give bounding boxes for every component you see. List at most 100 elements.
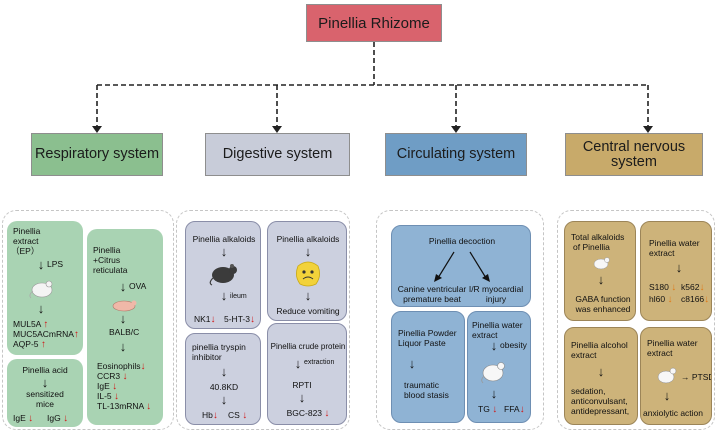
respiratory-panel: Pinellia extract （EP） ↓ LPS ↓ MUL5A ↑ MU…	[2, 210, 174, 430]
circ-c2-res-2: blood stasis	[404, 390, 449, 400]
cns-c2-c1: S180 ↓	[649, 282, 677, 293]
resp-card-acid: Pinellia acid ↓ sensitized mice IgE ↓ Ig…	[7, 359, 83, 427]
dig-c2-result: Reduce vomiting	[276, 306, 340, 316]
arrow-down-icon: ↓	[597, 272, 605, 287]
arrow-down-icon: ↓	[408, 356, 416, 371]
cns-card-water-extract-cells: Pinellia water extract ↓ S180 ↓ k562↓ hl…	[640, 221, 712, 321]
circulating-system-box: Circulating system	[385, 133, 527, 176]
resp-c3-res2: IgG ↓	[47, 413, 69, 424]
arrow-down-icon: ↓	[37, 257, 45, 272]
cns-c1-title-1: Total alkaloids	[571, 232, 625, 242]
digestive-panel: Pinellia alkaloids ↓ ↓ ileum NK1↓ 5-HT-3…	[176, 210, 350, 430]
resp-c2-title-3: reticulata	[93, 265, 128, 275]
resp-c2-res3: IgE ↓	[97, 381, 118, 392]
circulating-panel: Pinellia decoction Canine ventricular pr…	[376, 210, 544, 430]
dig-c1-title: Pinellia alkaloids	[192, 234, 256, 244]
cns-c2-c3: hl60 ↓	[649, 294, 673, 305]
dig-c3-res1: Hb↓	[202, 410, 218, 421]
circ-c1-res-left-2: premature beat	[403, 294, 461, 304]
cns-c1-title-2: of Pinellia	[573, 242, 610, 252]
dig-c4-title: Pinellia crude protein	[270, 342, 346, 351]
dig-c1-site: ileum	[230, 293, 247, 300]
resp-c1-res1: MUL5A ↑	[13, 319, 49, 330]
circ-c2-res-1: traumatic	[404, 380, 439, 390]
dig-card-trypsin: pinellia tryspin inhibitor ↓ 40.8KD ↓ Hb…	[185, 333, 261, 425]
cns-c3-title-1: Pinellia alcohol	[571, 340, 628, 350]
arrow-down-icon: ↓	[490, 338, 498, 353]
dig-c3-title-1: pinellia tryspin	[192, 342, 246, 352]
digestive-system-box: Digestive system	[205, 133, 350, 176]
dig-c3-title-2: inhibitor	[192, 352, 222, 362]
resp-c1-title-1: Pinellia	[13, 226, 41, 236]
cns-card-water-extract-ptsd: Pinellia water extract → PTSD ↓ anxiolyt…	[640, 327, 712, 425]
resp-c1-res3: AQP-5 ↑	[13, 339, 46, 350]
circ-card-powder: Pinellia Powder Liquor Paste ↓ traumatic…	[391, 311, 465, 423]
arrow-down-icon: ↓	[37, 301, 45, 316]
circ-c1-title: Pinellia decoction	[428, 236, 496, 246]
respiratory-system-label: Respiratory system	[34, 146, 160, 162]
dig-c1-res2: 5-HT-3↓	[224, 314, 255, 325]
cns-c3-res-1: sedation,	[571, 386, 606, 396]
root-node: Pinellia Rhizome	[306, 4, 442, 42]
arrow-down-icon: ↓	[294, 356, 302, 371]
arrow-down-icon: ↓	[663, 388, 671, 403]
resp-c1-title-2: extract	[13, 236, 39, 246]
arrow-down-icon: ↓	[490, 386, 498, 401]
dig-card-crude-protein: Pinellia crude protein ↓ extraction RPTI…	[267, 323, 347, 425]
arrow-down-icon: ↓	[119, 279, 127, 294]
circulating-system-label: Circulating system	[396, 146, 516, 162]
cns-c2-title-1: Pinellia water	[649, 238, 700, 248]
resp-c2-res5: TL-13mRNA ↓	[97, 401, 152, 412]
resp-c2-title-2: +Citrus	[93, 255, 121, 265]
cns-panel: Total alkaloids of Pinellia ↓ GABA funct…	[557, 210, 715, 430]
dig-c4-res1: BGC-823 ↓	[286, 408, 330, 419]
circ-c1-res-right-1: I/R myocardial	[468, 284, 524, 294]
resp-c1-title-3: （EP）	[11, 246, 40, 256]
arrow-down-icon: ↓	[597, 364, 605, 379]
dig-card-alkaloids-ileum: Pinellia alkaloids ↓ ↓ ileum NK1↓ 5-HT-3…	[185, 221, 261, 329]
cns-c3-res-3: antidepressant,	[571, 406, 630, 416]
arrow-down-icon: ↓	[220, 244, 228, 259]
cns-c4-title-1: Pinellia water	[647, 338, 698, 348]
cns-c1-res-2: was enhanced	[575, 304, 631, 314]
cns-c1-res-1: GABA function	[575, 294, 631, 304]
resp-c3-title: Pinellia acid	[22, 365, 68, 375]
circ-c3-res1: TG ↓	[478, 404, 498, 415]
circ-card-water-extract: Pinellia water extract ↓ obesity ↓ TG ↓ …	[467, 311, 531, 423]
arrow-down-icon: ↓	[119, 311, 127, 326]
arrow-down-icon: ↓	[220, 288, 228, 303]
mouse-icon	[112, 300, 137, 312]
cns-card-alcohol-extract: Pinellia alcohol extract ↓ sedation, ant…	[564, 327, 638, 425]
circ-c2-title-2: Liquor Paste	[398, 338, 446, 348]
circ-c2-title-1: Pinellia Powder	[398, 328, 457, 338]
dig-c4-method: extraction	[304, 359, 335, 366]
dig-c3-mid: 40.8KD	[209, 382, 239, 392]
circ-card-decoction: Pinellia decoction Canine ventricular pr…	[391, 225, 531, 307]
arrow-down-icon: ↓	[675, 260, 683, 275]
dig-c2-title: Pinellia alkaloids	[276, 234, 340, 244]
digestive-system-label: Digestive system	[222, 146, 333, 162]
resp-c2-title-1: Pinellia	[93, 245, 121, 255]
resp-card-extract: Pinellia extract （EP） ↓ LPS ↓ MUL5A ↑ MU…	[7, 221, 83, 355]
dig-c1-res1: NK1↓	[194, 314, 216, 325]
dig-card-alkaloids-vomit: Pinellia alkaloids ↓ ↓ Reduce vomiting	[267, 221, 347, 321]
arrow-down-icon: ↓	[220, 392, 228, 407]
mouse-icon	[593, 257, 610, 270]
arrow-down-icon: ↓	[298, 390, 306, 405]
circ-c3-title-1: Pinellia water	[472, 320, 523, 330]
circ-c1-res-right-2: injury	[485, 294, 507, 304]
rat-icon	[209, 264, 237, 286]
resp-c2-stim: OVA	[129, 281, 147, 291]
resp-card-citrus: Pinellia +Citrus reticulata ↓ OVA ↓ BALB…	[87, 229, 163, 425]
resp-c2-res1: Eosinophils↓	[97, 361, 146, 372]
cns-c4-res: anxiolytic action	[643, 408, 704, 418]
resp-c3-res1: IgE ↓	[13, 413, 34, 424]
cns-c4-cond: → PTSD	[681, 372, 711, 382]
cns-c2-c2: k562↓	[681, 282, 705, 293]
resp-c2-res4: IL-5 ↓	[97, 391, 120, 402]
vomiting-face-icon	[296, 261, 320, 287]
split-arrows	[434, 251, 490, 282]
resp-c2-model: BALB/C	[109, 327, 140, 337]
cns-system-label: Central nervous system	[582, 138, 686, 170]
